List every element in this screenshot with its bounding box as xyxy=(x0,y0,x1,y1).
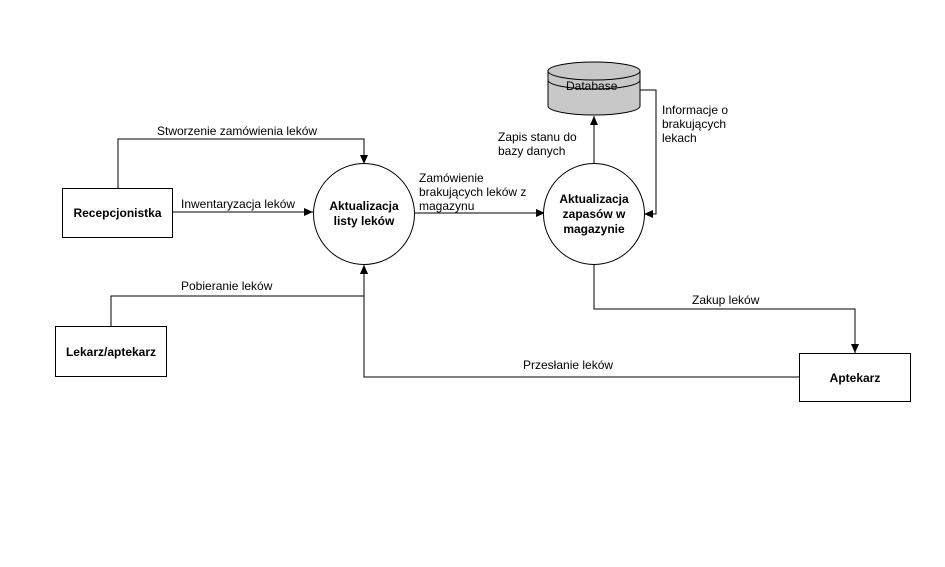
flow-stworzenie-arrow xyxy=(117,138,368,188)
entity-aptekarz-label: Aptekarz xyxy=(829,370,881,385)
flow-zamowienie-label: Zamówienie brakujących leków z magazynu xyxy=(419,171,527,213)
flow-informacje-label: Informacje o brakujących lekach xyxy=(662,103,729,145)
flow-stworzenie-label: Stworzenie zamówienia leków xyxy=(157,124,318,138)
entity-recepcjonistka-label: Recepcjonistka xyxy=(73,206,162,220)
process-aktualizacja-listy-label: Aktualizacja listy leków xyxy=(329,199,399,228)
datastore-database-label: Database xyxy=(566,79,618,93)
process-aktualizacja-zapasow-label: Aktualizacja zapasów w magazynie xyxy=(559,191,629,236)
flow-inwentaryzacja-label: Inwentaryzacja leków xyxy=(181,197,296,211)
entity-aptekarz[interactable]: Aptekarz xyxy=(799,353,911,402)
flow-przeslanie-arrow xyxy=(360,265,799,378)
flow-pobieranie-arrow xyxy=(110,265,368,326)
flow-zakup-label: Zakup leków xyxy=(692,293,760,307)
entity-lekarz-aptekarz[interactable]: Lekarz/aptekarz xyxy=(55,326,167,377)
process-aktualizacja-listy[interactable]: Aktualizacja listy leków xyxy=(313,163,415,265)
flow-pobieranie-label: Pobieranie leków xyxy=(181,279,273,293)
process-aktualizacja-zapasow[interactable]: Aktualizacja zapasów w magazynie xyxy=(543,163,645,265)
flow-informacje-arrow xyxy=(640,89,657,218)
database-cylinder xyxy=(547,61,641,116)
flow-przeslanie-label: Przesłanie leków xyxy=(523,358,614,372)
flow-zapis-label: Zapis stanu do bazy danych xyxy=(498,130,577,158)
flow-zakup-arrow xyxy=(593,265,859,353)
entity-lekarz-label: Lekarz/aptekarz xyxy=(65,344,157,359)
entity-recepcjonistka[interactable]: Recepcjonistka xyxy=(62,188,173,238)
